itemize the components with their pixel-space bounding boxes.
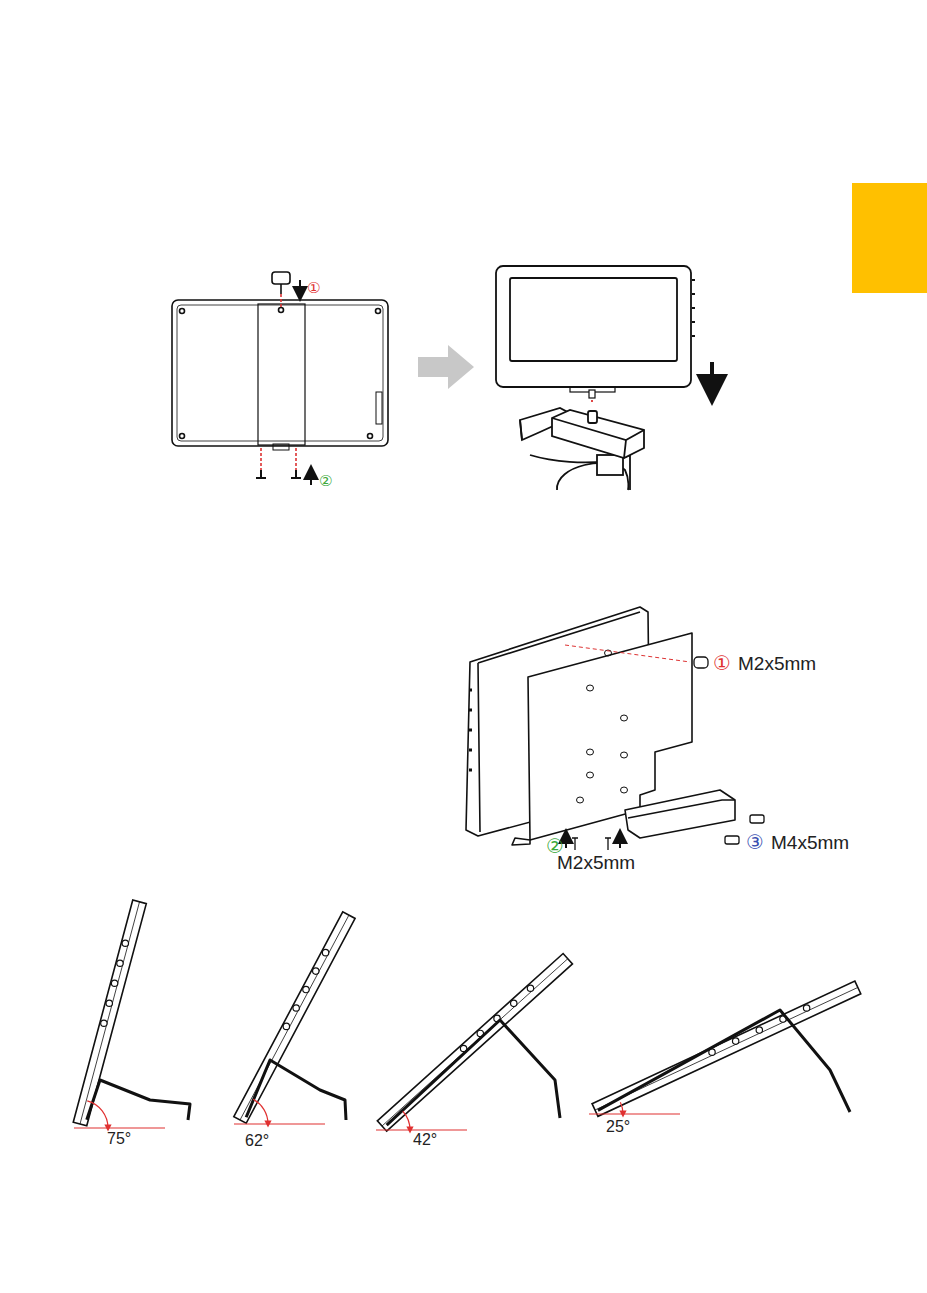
hole [587,685,594,691]
monitor-back [172,272,388,478]
section-tab [852,183,927,293]
monitor-side [234,912,355,1123]
angle-arc [403,1111,410,1130]
angle-label: 25° [606,1119,630,1135]
plate-holes [577,650,628,803]
stand-leg [387,1020,560,1125]
monitor-side [73,900,146,1126]
button [101,1020,107,1026]
stand-leg [246,1060,346,1120]
hole [587,772,594,778]
callout-number: ① [307,280,320,295]
angle-line [234,1123,325,1124]
monitor-side [592,981,861,1116]
stand-leg [598,1010,850,1112]
button [122,940,128,946]
arrow [299,280,301,294]
angle-arc [87,1101,108,1128]
arrow [310,472,312,485]
angle-arc [620,1102,623,1114]
button [293,1005,299,1011]
angle-label: 75° [107,1131,131,1147]
button [511,1000,517,1006]
button [303,986,309,992]
button [283,1023,289,1029]
stand-views [73,900,861,1131]
button [756,1027,762,1033]
screw-size: M4x5mm [771,833,849,852]
monitor-side [377,954,572,1132]
button [527,985,533,991]
step-arrow [418,345,474,389]
angle-label: 42° [413,1132,437,1148]
hole [621,715,628,721]
stroke [382,959,568,1126]
monitor-front [496,266,695,402]
screws [572,657,764,850]
button [117,960,123,966]
guide-line [565,645,690,662]
button [313,968,319,974]
callout-number: ③ [746,832,764,852]
angle-line [74,1127,165,1128]
callout-number: ① [713,653,731,673]
button [732,1038,738,1044]
hole [577,797,584,803]
stroke [240,915,349,1120]
hole [587,749,594,755]
arrow [619,836,621,848]
tripod-head [520,408,644,490]
callout-number: ② [319,473,332,488]
hole [621,752,628,758]
angle-arc [253,1099,268,1124]
hole [621,787,628,793]
button [322,949,328,955]
button [111,980,117,986]
arrow [565,836,567,848]
angle-label: 62° [245,1133,269,1149]
screw-size: M2x5mm [557,853,635,872]
arrow [710,362,714,390]
screw-size: M2x5mm [738,654,816,673]
angle-line [589,1113,680,1114]
button [803,1005,809,1011]
button [106,1000,112,1006]
stand-leg [87,1080,190,1120]
monitor-plate [466,607,735,845]
angle-line [376,1129,467,1130]
